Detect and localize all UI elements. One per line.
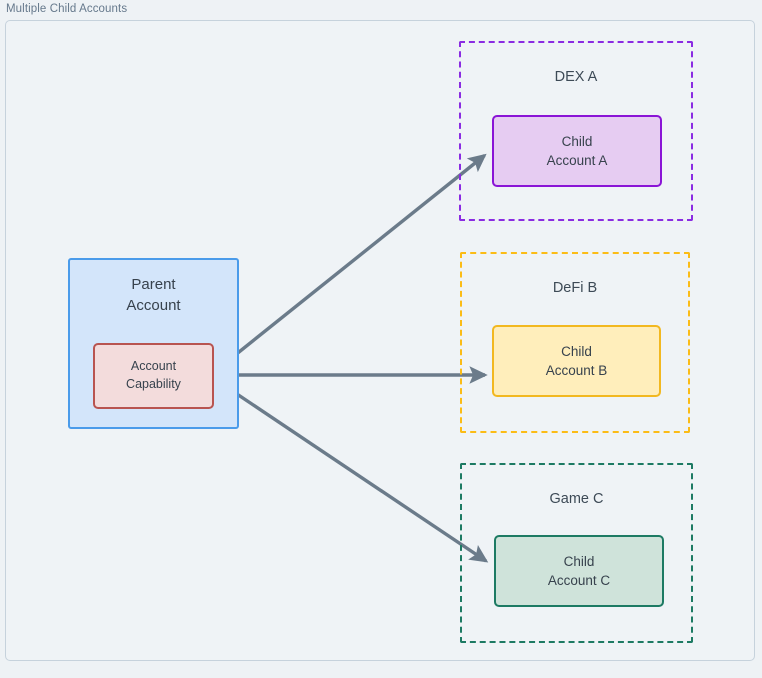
child-account-c-label-line2: Account C: [547, 573, 611, 588]
child-account-a-label-line2: Account A: [546, 153, 608, 168]
parent-account-label-line1: Parent: [131, 276, 176, 293]
group-defi-b: DeFi B: [460, 252, 690, 433]
parent-account-label-line2: Account: [126, 297, 181, 315]
child-account-b-label-line1: Child: [561, 343, 592, 359]
account-capability-label-line2: Capability: [126, 377, 181, 391]
child-account-b-node[interactable]: Child Account B: [492, 325, 661, 397]
diagram-caption: Multiple Child Accounts: [6, 3, 128, 15]
account-capability-node[interactable]: Account Capability: [93, 343, 214, 409]
child-account-a-node[interactable]: Child Account A: [492, 115, 662, 187]
account-capability-label-line1: Account: [130, 359, 177, 374]
child-account-c-label-line1: Child: [563, 553, 595, 569]
group-dex-a-title: DEX A: [554, 69, 598, 85]
group-dex-a: DEX A: [459, 41, 693, 221]
group-game-c: Game C: [460, 463, 693, 643]
child-account-b-label-line2: Account B: [545, 363, 608, 378]
child-account-a-label-line1: Child: [561, 133, 593, 149]
child-account-c-node[interactable]: Child Account C: [494, 535, 664, 607]
group-game-c-title: Game C: [549, 491, 604, 507]
group-defi-b-title: DeFi B: [552, 280, 598, 296]
